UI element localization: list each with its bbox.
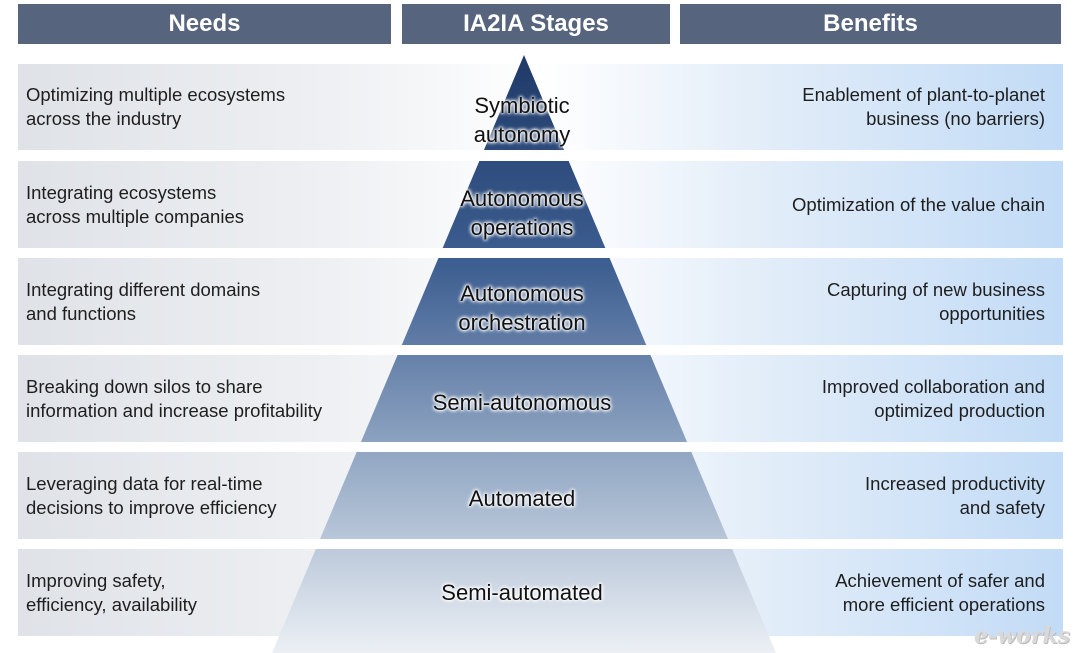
benefit-text: Increased productivity and safety	[865, 472, 1045, 518]
stages-header-label: IA2IA Stages	[463, 10, 609, 37]
stage-label: Autonomous operations	[460, 186, 584, 240]
needs-header-label: Needs	[168, 10, 241, 37]
need-text: Leveraging data for real-time decisions …	[26, 472, 277, 518]
need-text: Integrating different domains and functi…	[26, 278, 261, 324]
stages-header: IA2IA Stages	[402, 4, 670, 44]
need-text: Improving safety, efficiency, availabili…	[26, 569, 198, 615]
benefits-header-label: Benefits	[823, 10, 918, 37]
need-text: Breaking down silos to share information…	[26, 375, 323, 421]
benefit-text: Enablement of plant-to-planet business (…	[802, 84, 1045, 129]
benefit-text: Improved collaboration and optimized pro…	[821, 375, 1045, 421]
benefits-header: Benefits	[680, 4, 1061, 44]
need-text: Optimizing multiple ecosystems across th…	[26, 84, 286, 129]
stage-label: Semi-automated	[441, 579, 603, 605]
stage-label: Semi-autonomous	[432, 389, 612, 415]
stage-label: Symbiotic autonomy	[473, 93, 571, 147]
needs-header: Needs	[18, 4, 391, 44]
stage-label: Autonomous orchestration	[458, 281, 586, 335]
benefit-text: Capturing of new business opportunities	[826, 278, 1045, 324]
benefit-text: Achievement of safer and more efficient …	[835, 569, 1045, 615]
benefit-text: Optimization of the value chain	[792, 193, 1045, 215]
e-works-logo: e-works	[974, 623, 1070, 649]
stage-label: Automated	[468, 485, 576, 511]
need-text: Integrating ecosystems across multiple c…	[26, 181, 244, 227]
